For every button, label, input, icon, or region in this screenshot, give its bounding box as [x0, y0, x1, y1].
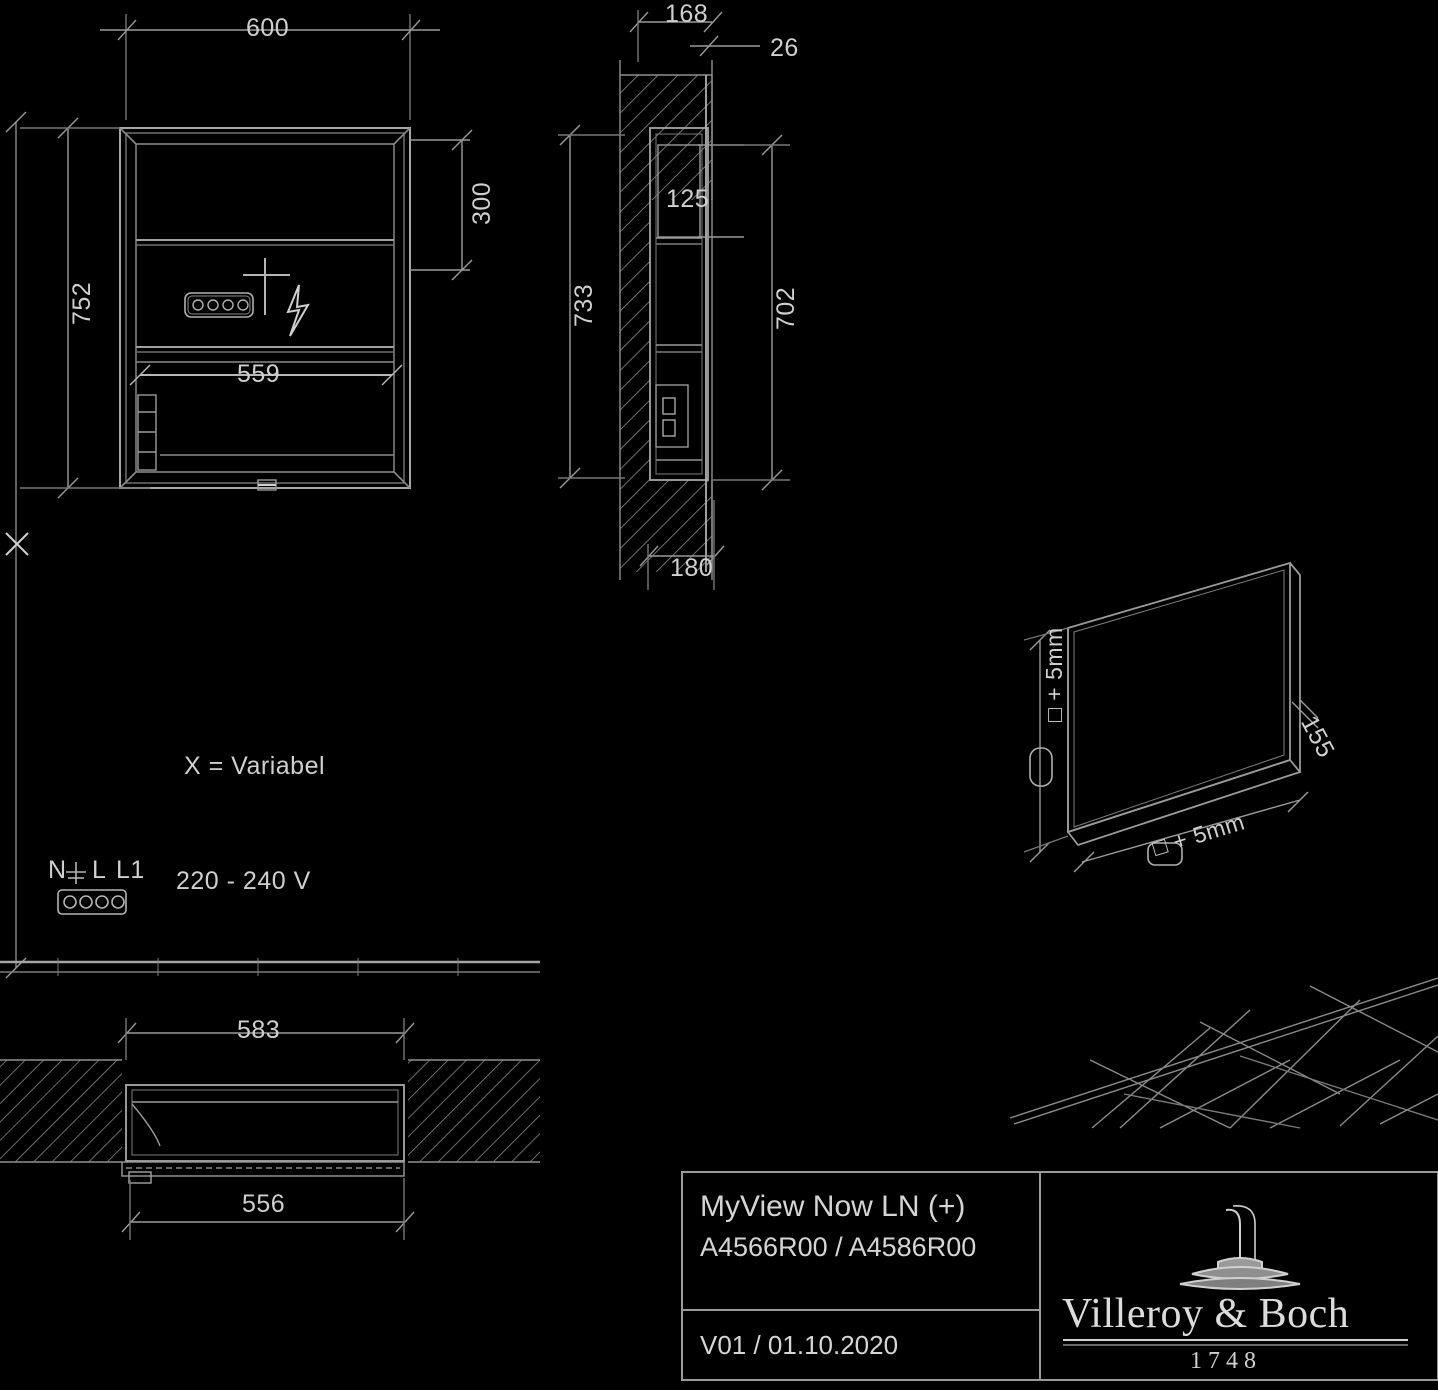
brand-year: 1748: [1190, 1348, 1262, 1374]
iso-height-clearance: □ + 5mm: [1041, 627, 1067, 722]
iso-view-group: [1023, 561, 1319, 873]
dim-side-wall-depth: 180: [670, 554, 714, 582]
note-voltage: 220 - 240 V: [176, 867, 311, 895]
tile-pattern: [1009, 977, 1438, 1129]
dim-front-height: 752: [68, 281, 96, 325]
product-name: MyView Now LN (+): [700, 1190, 966, 1223]
floor-line: [0, 958, 540, 976]
dim-front-inner-width: 559: [237, 360, 281, 388]
dim-front-width: 600: [246, 14, 290, 42]
dim-plan-cabinet-width: 556: [242, 1190, 286, 1218]
dim-side-depth-total: 168: [665, 0, 709, 28]
drawing-version: V01 / 01.10.2020: [700, 1330, 899, 1360]
article-numbers: A4566R00 / A4586R00: [700, 1232, 977, 1262]
dim-side-front-offset: 26: [770, 34, 799, 62]
dim-side-upper-compartment: 125: [666, 185, 710, 213]
lightning-bolt-icon: [286, 284, 310, 337]
dim-side-right-height: 702: [772, 286, 800, 330]
dim-side-left-height: 733: [570, 283, 598, 327]
terminal-label-n: N: [48, 856, 67, 884]
fountain-logo-icon: [1179, 1205, 1301, 1290]
note-variable: X = Variabel: [184, 752, 326, 780]
front-view-group: [5, 14, 473, 979]
side-view-group: [558, 10, 790, 590]
plan-section-group: [0, 1018, 540, 1240]
title-block-frame: [681, 1171, 1438, 1381]
terminal-label-l: L: [92, 856, 107, 884]
dim-front-inner-right: 300: [468, 181, 496, 225]
terminal-label-l1: L1: [116, 856, 145, 884]
terminal-block-symbol: [57, 862, 127, 915]
brand-name: Villeroy & Boch: [1062, 1291, 1350, 1337]
dim-plan-recess-width: 583: [237, 1016, 281, 1044]
